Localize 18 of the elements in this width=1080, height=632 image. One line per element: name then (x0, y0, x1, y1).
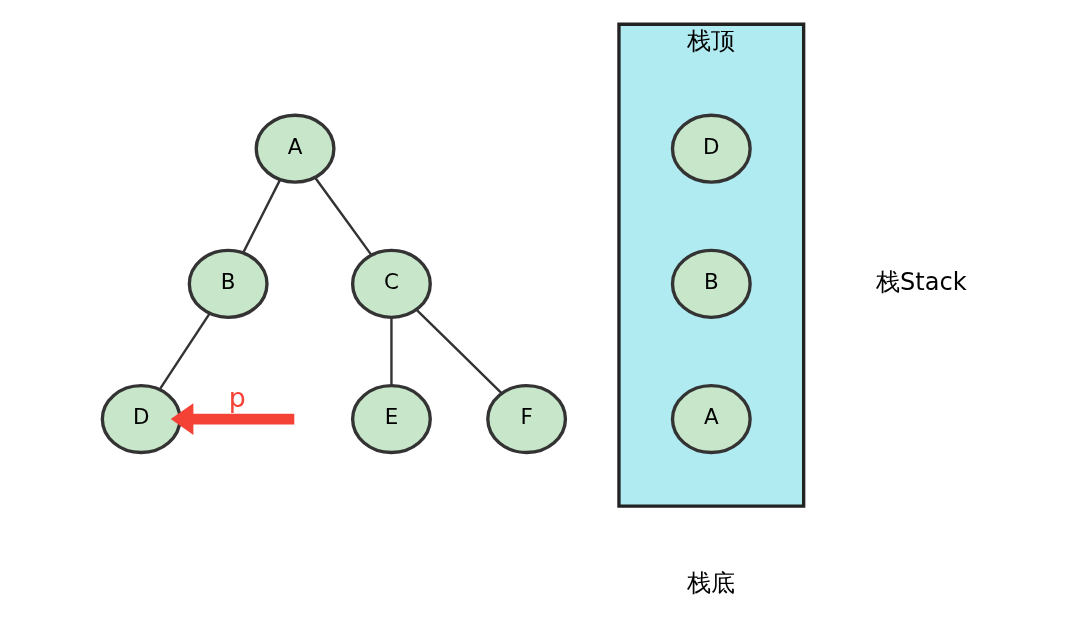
node-ellipse: A (254, 113, 336, 184)
node-ellipse: C (350, 248, 432, 319)
connector (416, 309, 503, 395)
node-ellipse: D (670, 113, 752, 184)
connector (390, 317, 393, 386)
connector (242, 179, 281, 254)
arrow (170, 403, 295, 435)
node-ellipse: F (486, 383, 568, 455)
connector (158, 312, 211, 390)
node-label: 栈底 (687, 568, 736, 597)
edge-label: p (228, 382, 246, 414)
node-ellipse: D (100, 383, 182, 455)
node-ellipse: B (670, 248, 752, 319)
node-label: 栈Stack (876, 267, 967, 296)
node-ellipse: E (350, 383, 432, 455)
node-ellipse: B (187, 248, 269, 319)
connector (314, 176, 373, 256)
node-ellipse: A (670, 383, 752, 455)
